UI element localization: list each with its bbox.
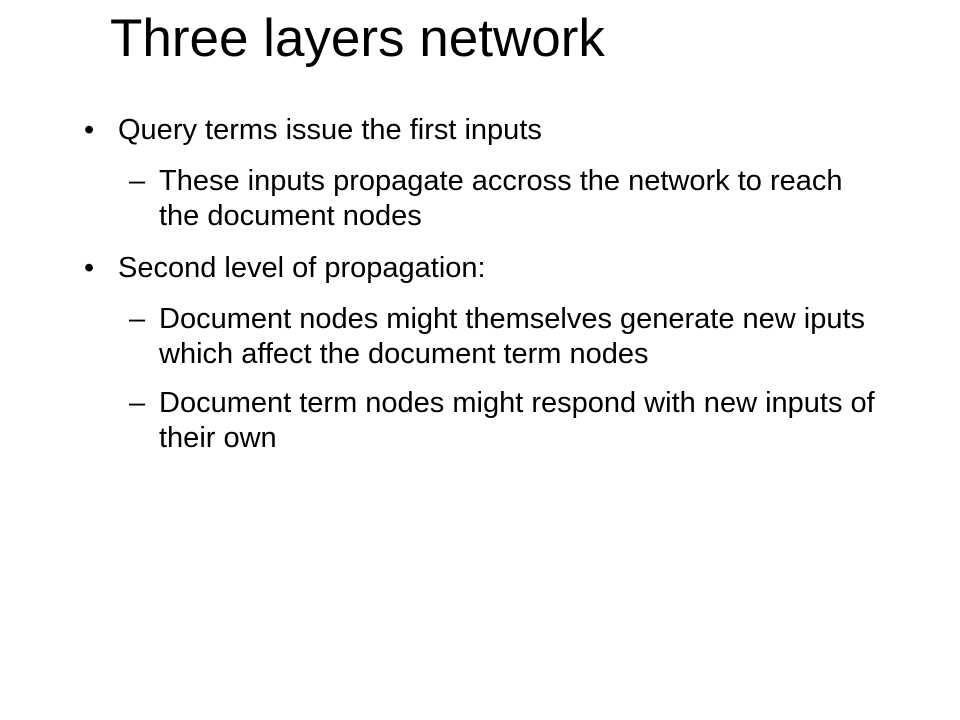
sub-bullet-text: Document term nodes might respond with n…: [159, 387, 875, 454]
bullet-marker: •: [84, 252, 95, 284]
dash-marker: –: [129, 165, 146, 197]
sub-bullet-item-document-nodes: – Document nodes might themselves genera…: [0, 302, 879, 372]
bullet-item-query-terms: • Query terms issue the first inputs: [0, 110, 878, 150]
bullet-marker: •: [84, 114, 95, 146]
sub-bullet-text: These inputs propagate accross the netwo…: [159, 165, 843, 232]
bullet-item-second-level: • Second level of propagation:: [0, 248, 878, 288]
bullet-text: Second level of propagation:: [118, 252, 486, 284]
slide-title: Three layers network: [110, 9, 605, 68]
dash-marker: –: [129, 387, 146, 419]
bullet-text: Query terms issue the first inputs: [118, 114, 542, 146]
sub-bullet-text: Document nodes might themselves generate…: [159, 303, 866, 370]
sub-bullet-item-document-term-nodes: – Document term nodes might respond with…: [0, 386, 879, 456]
bullet-list: • Query terms issue the first inputs – T…: [0, 110, 960, 456]
dash-marker: –: [129, 303, 146, 335]
sub-bullet-item-inputs-propagate: – These inputs propagate accross the net…: [0, 164, 879, 234]
